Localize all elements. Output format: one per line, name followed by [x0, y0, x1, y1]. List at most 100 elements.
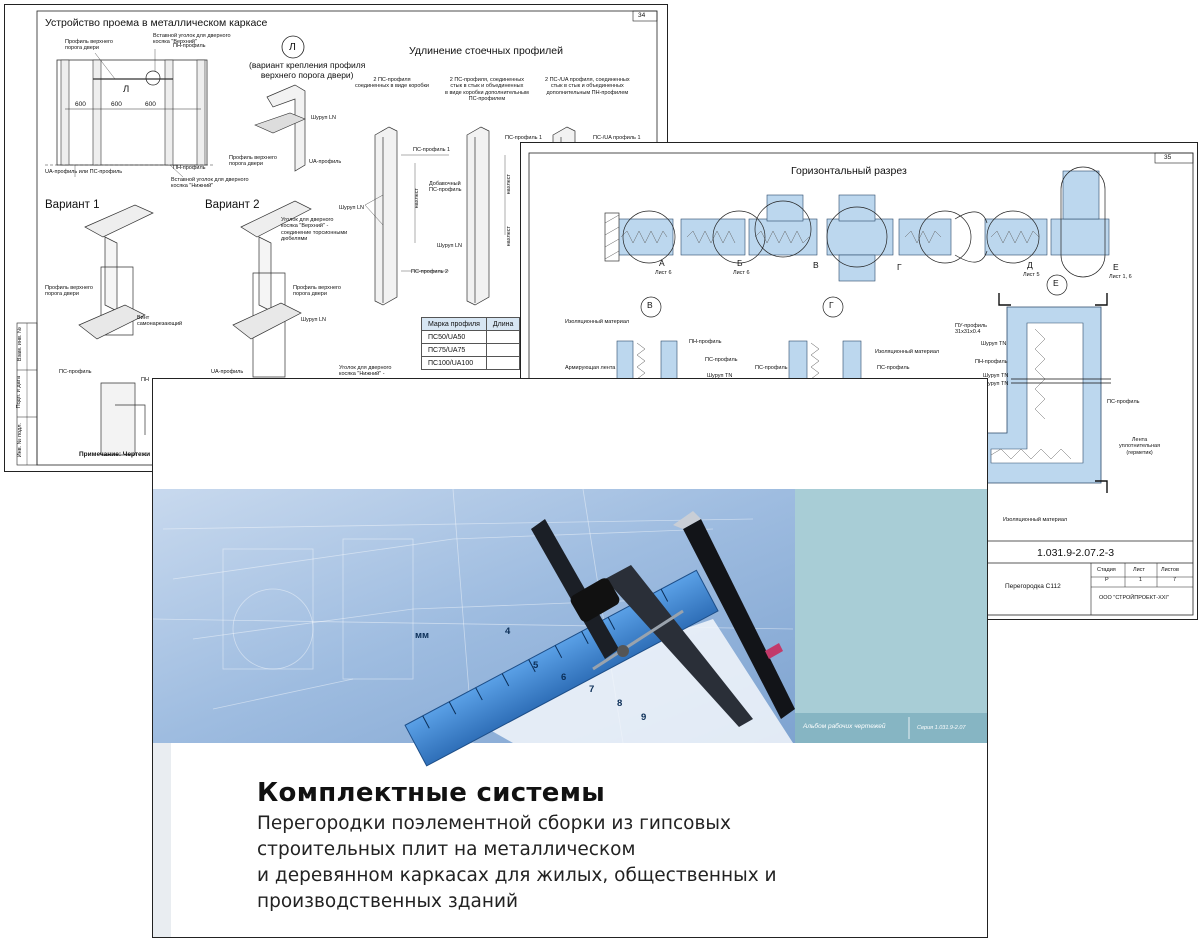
callout-ua-or-ps: UA-профиль или ПС-профиль: [45, 169, 123, 175]
callout-insulation-b2: Изоляционный материал: [875, 349, 940, 355]
callout-screw-ln-4: Шуруп LN: [301, 317, 327, 323]
callout-screw-self: Винт самонарезающий: [137, 315, 183, 328]
callout-ps-profile-2: ПС-профиль 2: [411, 269, 449, 275]
callout-pn-cut: ПН: [141, 377, 149, 383]
stamp-drawing-name: Перегородка С112: [1005, 583, 1061, 590]
section-sheet-e: Лист 1, 6: [1109, 274, 1132, 280]
callout-insert-angle-top: Вставной уголок для дверного косяка "Вер…: [153, 33, 231, 46]
callout-angle-top-torsion: Уголок для дверного косяка "Верхний" - с…: [281, 217, 348, 242]
callout-sealing-tape: Лента уплотнительная (герметик): [1119, 437, 1161, 456]
table-cell: [485, 343, 521, 357]
callout-screw-ln-2: Шуруп LN: [339, 205, 365, 211]
subtitle-line: Перегородки поэлементной сборки из гипсо…: [257, 813, 731, 834]
stamp-value-sheet: 1: [1139, 577, 1143, 583]
sheet-35-linework: [528, 152, 1194, 616]
section-sheet-a: Лист 6: [655, 270, 672, 276]
ext-caption-2: 2 ПС-профиля, соединенных стык в стык и …: [445, 77, 529, 102]
callout-extra-ps: Добавочный ПС-профиль: [429, 181, 462, 194]
stamp-header-sheets: Листов: [1161, 567, 1179, 573]
callout-reinforcing-tape: Армирующая лента: [565, 365, 616, 371]
detail-mark-g: Г: [829, 300, 834, 310]
table-row: ПС50/UA50: [421, 330, 521, 344]
callout-ps-ua-profile: ПС-/UA профиль 1: [593, 135, 641, 141]
stamp-inv-original: Инв. № подл.: [16, 423, 23, 458]
dimension-600-b: 600: [111, 101, 122, 108]
table-header-cell: Марка профиля: [421, 317, 487, 331]
section-mark-d: Д: [1027, 260, 1033, 270]
album-cover: мм 4 5 6 7 8 9 Альбом рабочих чертежей С…: [152, 378, 988, 938]
ruler: [404, 569, 719, 767]
ruler-number: 5: [533, 660, 539, 671]
sheet-34-note: Примечание: Чертежи в формате: [79, 451, 187, 458]
stamp-header-sheet: Лист: [1133, 567, 1145, 573]
teal-panel: [795, 489, 987, 743]
ruler-number: 4: [505, 626, 511, 637]
table-row: ПС100/UA100: [421, 356, 521, 370]
callout-overlap: нахлест: [414, 187, 421, 209]
cover-artwork: [153, 488, 987, 937]
callout-ps-profile-b3: ПС-профиль: [877, 365, 910, 371]
series-strip: [795, 713, 987, 743]
callout-screw-tn-4: Шуруп TN: [983, 381, 1009, 387]
callout-profile-top-sill-4: Профиль верхнего порога двери: [293, 285, 341, 298]
callout-pu-profile: ПУ-профиль 31х31х0.4: [955, 323, 988, 336]
ruler-number: 6: [561, 672, 567, 683]
callout-screw-ln-3: Шуруп LN: [437, 243, 463, 249]
sheet-35-page-number: 35: [1164, 154, 1172, 161]
callout-insulation-b3: Изоляционный материал: [1003, 517, 1068, 523]
cover-side-strip: [153, 743, 171, 937]
subtitle-line: производственных зданий: [257, 891, 518, 912]
stamp-code: 1.031.9-2.07.2-3: [1037, 547, 1115, 559]
variant-2-heading: Вариант 2: [205, 199, 260, 211]
callout-ps-profile-1: ПС-профиль 1: [413, 147, 451, 153]
callout-ps-profile-b: ПС-профиль: [705, 357, 738, 363]
table-cell: ПС50/UA50: [421, 330, 487, 344]
ext-caption-1: 2 ПС-профиля соединенных в виде коробки: [355, 77, 430, 90]
subtitle-line: строительных плит на металлическом: [257, 839, 636, 860]
stamp-header-stage: Стадия: [1097, 567, 1116, 573]
ruler-number: 8: [617, 698, 623, 709]
table-row: ПС75/UA75: [421, 343, 521, 357]
callout-insulation: Изоляционный материал: [565, 319, 630, 325]
stamp-sign-date: Подп. и дата: [16, 375, 23, 409]
callout-overlap-2: нахлест: [506, 173, 513, 195]
ruler-mm-label: мм: [415, 630, 430, 641]
callout-ua-profile: UA-профиль: [309, 159, 342, 165]
table-cell: [485, 356, 521, 370]
stamp-value-stage: Р: [1105, 577, 1109, 583]
variant-1-heading: Вариант 1: [45, 199, 100, 211]
callout-screw-tn-2: Шуруп TN: [981, 341, 1007, 347]
stamp-organization: ООО "СТРОЙПРОЕКТ-XXI": [1099, 595, 1169, 601]
callout-screw-tn-3: Шуруп TN: [983, 373, 1009, 379]
table-cell: ПС75/UA75: [421, 343, 487, 357]
dimension-600-a: 600: [75, 101, 86, 108]
callout-angle-bottom: Уголок для дверного косяка "Нижний" -: [339, 365, 392, 378]
dimension-600-c: 600: [145, 101, 156, 108]
sheet-34-title-extension: Удлинение стоечных профилей: [409, 45, 563, 57]
callout-ps-profile-b2: ПС-профиль: [755, 365, 788, 371]
section-mark-a: А: [659, 258, 665, 268]
callout-ps-profile-3: ПС-профиль: [59, 369, 92, 375]
sheet-34-page-number: 34: [638, 12, 646, 19]
callout-pn-profile-2: ПН-профиль: [173, 165, 206, 171]
section-mark-g: Г: [897, 262, 902, 272]
callout-screw-ln: Шуруп LN: [311, 115, 337, 121]
callout-profile-top-sill-3: Профиль верхнего порога двери: [45, 285, 93, 298]
callout-ua-profile-2: UA-профиль: [211, 369, 244, 375]
table-cell: ПС100/UA100: [421, 356, 487, 370]
callout-ps-profile-right: ПС-профиль 1: [505, 135, 543, 141]
compass: [531, 519, 753, 727]
section-mark-b: Б: [737, 258, 743, 268]
callout-pn-profile: ПН-профиль: [173, 43, 206, 49]
series-label: Серия 1.031.9-2.07: [917, 725, 966, 731]
subtitle-line: и деревянном каркасах для жилых, обществ…: [257, 865, 777, 886]
detail-mark-v: В: [647, 300, 653, 310]
section-mark-v: В: [813, 260, 819, 270]
sheet-35-title: Горизонтальный разрез: [791, 165, 907, 177]
callout-screw-tn: Шуруп TN: [707, 373, 733, 379]
callout-overlap-3: нахлест: [506, 225, 513, 247]
section-sheet-b: Лист 6: [733, 270, 750, 276]
set-square: [453, 619, 793, 743]
stamp-replace-inv: Взам. инв. №: [16, 327, 23, 362]
section-mark-e: Е: [1113, 262, 1119, 272]
